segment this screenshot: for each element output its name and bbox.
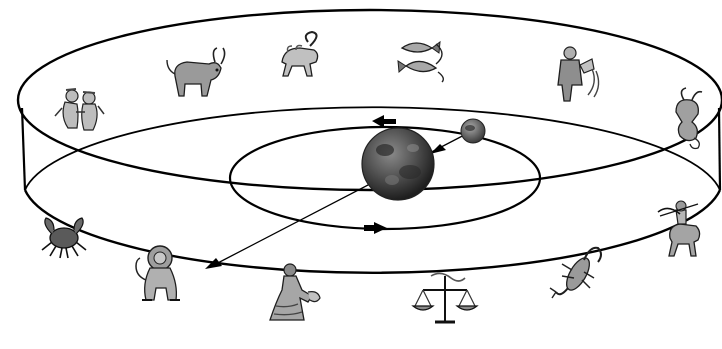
sun-disc [362,128,434,200]
aquarius-icon [558,47,599,101]
libra-icon [413,273,477,322]
leo-icon [136,246,180,300]
orbit-arrow-front-icon [364,222,387,234]
pisces-icon [398,42,443,82]
earth-disc [461,119,485,143]
band-bottom-rim [25,190,720,273]
sun-spot [385,175,399,185]
sun-spot [407,144,419,152]
band-right-edge [719,108,720,190]
capricorn-icon [676,88,702,149]
earth [461,119,485,143]
taurus-icon [167,48,225,96]
sight-arrow-icon [205,258,222,269]
aries-icon [282,32,318,76]
gemini-icon [55,89,104,130]
sagittarius-icon [658,201,700,256]
earth-land [465,125,475,131]
sun-spot [399,165,421,179]
sun [362,128,434,200]
band-left-edge [22,108,25,190]
sun-spot [376,144,394,156]
